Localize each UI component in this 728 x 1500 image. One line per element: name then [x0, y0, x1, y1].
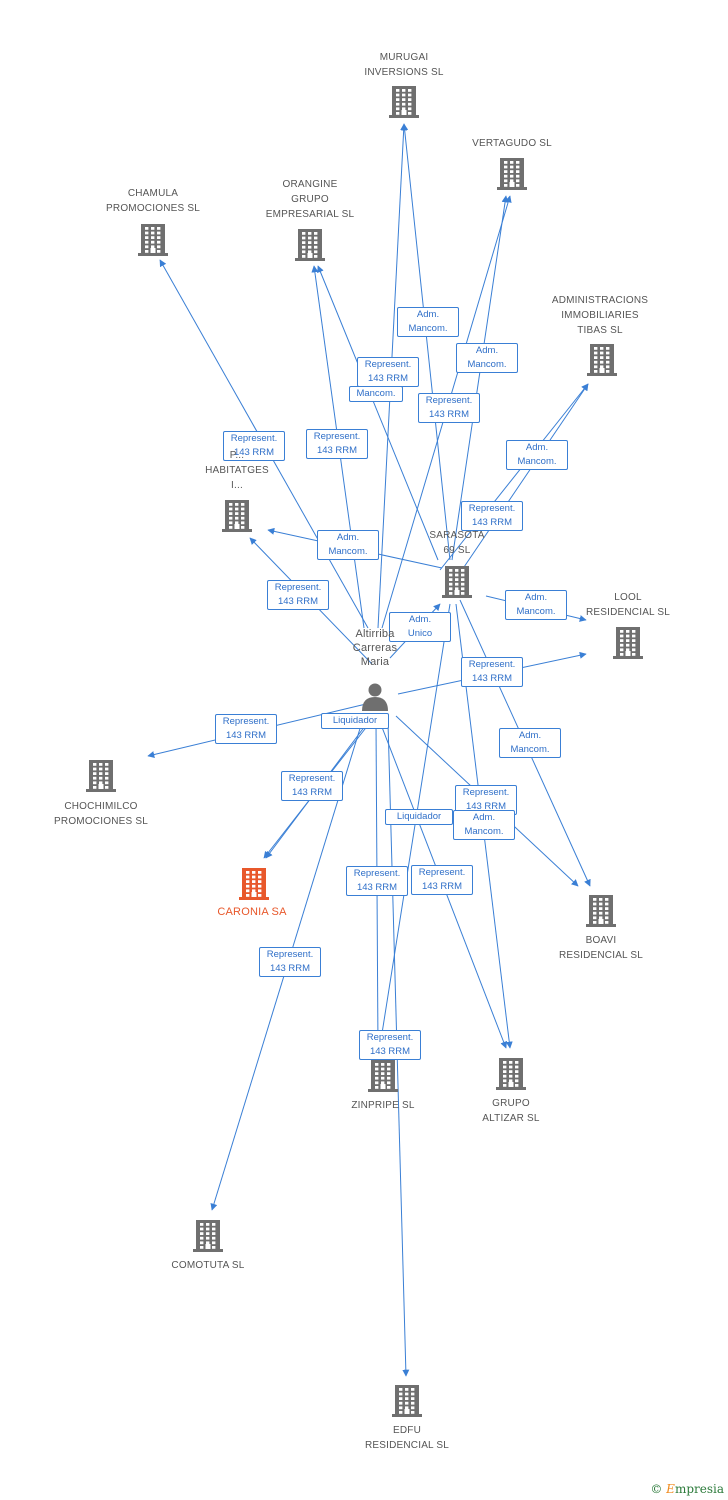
- node-label-murugai[interactable]: MURUGAI INVERSIONS SL: [364, 52, 444, 78]
- node-label-comotuta[interactable]: COMOTUTA SL: [171, 1260, 245, 1271]
- edge-label[interactable]: Represent. 143 RRM: [359, 1030, 421, 1060]
- node-label-orangine[interactable]: ORANGINE GRUPO EMPRESARIAL SL: [265, 179, 355, 220]
- brand-footer: © Empresia: [650, 1482, 724, 1496]
- edge-person-to-admin_tibas: [439, 383, 589, 571]
- edge-sarasota-to-zinpripe: [377, 603, 451, 1047]
- copyright-symbol: ©: [650, 1482, 663, 1496]
- node-label-chochimilco[interactable]: CHOCHIMILCO PROMOCIONES SL: [54, 801, 148, 827]
- edge-label[interactable]: Represent. 143 RRM: [306, 429, 368, 459]
- edge-label[interactable]: Adm. Mancom.: [453, 810, 515, 840]
- building-icon: [138, 224, 168, 256]
- node-label-sarasota[interactable]: SARASOTA 69 SL: [429, 530, 485, 556]
- edge-label[interactable]: Liquidador: [385, 809, 453, 825]
- node-label-habitatges[interactable]: P... HABITATGES I...: [205, 450, 269, 491]
- brand-e: E: [666, 1482, 675, 1496]
- edge-sarasota-to-murugai: [401, 123, 451, 561]
- edge-label[interactable]: Adm. Mancom.: [499, 728, 561, 758]
- edge-label[interactable]: Adm. Mancom.: [506, 440, 568, 470]
- focus-building-icon: [239, 868, 269, 900]
- building-icon: [193, 1220, 223, 1252]
- node-label-caronia[interactable]: CARONIA SA: [217, 906, 287, 918]
- edge-label[interactable]: Represent. 143 RRM: [461, 657, 523, 687]
- node-label-boavi[interactable]: BOAVI RESIDENCIAL SL: [558, 935, 644, 961]
- building-icon: [496, 1058, 526, 1090]
- edge-label[interactable]: Represent. 143 RRM: [223, 431, 285, 461]
- edge-label[interactable]: Liquidador: [321, 713, 389, 729]
- edge-label[interactable]: Represent. 143 RRM: [418, 393, 480, 423]
- edge-label[interactable]: Represent. 143 RRM: [281, 771, 343, 801]
- building-icon: [222, 500, 252, 532]
- edge-label[interactable]: Represent. 143 RRM: [461, 501, 523, 531]
- edge-label[interactable]: Represent. 143 RRM: [259, 947, 321, 977]
- edge-sarasota-to-orangine: [317, 265, 439, 561]
- edge-label[interactable]: Adm. Mancom.: [505, 590, 567, 620]
- node-label-lool[interactable]: LOOL RESIDENCIAL SL: [585, 592, 671, 618]
- building-icon: [587, 344, 617, 376]
- building-icon: [295, 229, 325, 261]
- node-label-edfu[interactable]: EDFU RESIDENCIAL SL: [364, 1425, 450, 1451]
- edge-label[interactable]: Adm. Mancom.: [317, 530, 379, 560]
- node-label-altizar[interactable]: GRUPO ALTIZAR SL: [482, 1098, 540, 1124]
- node-label-zinpripe[interactable]: ZINPRIPE SL: [351, 1100, 415, 1111]
- brand-name: mpresia: [674, 1482, 724, 1496]
- edge-label[interactable]: Adm. Mancom.: [397, 307, 459, 337]
- building-icon: [497, 158, 527, 190]
- node-label-person[interactable]: Altirriba Carreras Maria: [352, 628, 398, 668]
- building-icon: [442, 566, 472, 598]
- edge-label[interactable]: Represent. 143 RRM: [411, 865, 473, 895]
- edge-label[interactable]: Mancom.: [349, 386, 403, 402]
- edge-label[interactable]: Adm. Mancom.: [456, 343, 518, 373]
- edge-label[interactable]: Represent. 143 RRM: [346, 866, 408, 896]
- edge-label[interactable]: Adm. Unico: [389, 612, 451, 642]
- building-icon: [389, 86, 419, 118]
- edge-label[interactable]: Represent. 143 RRM: [357, 357, 419, 387]
- node-label-admin_tibas[interactable]: ADMINISTRACIONS IMMOBILIARIES TIBAS SL: [551, 295, 649, 336]
- edge-label[interactable]: Represent. 143 RRM: [215, 714, 277, 744]
- building-icon: [586, 895, 616, 927]
- edge-sarasota-to-vertagudo: [451, 195, 509, 561]
- nodes-layer: [86, 86, 643, 1417]
- node-label-chamula[interactable]: CHAMULA PROMOCIONES SL: [106, 188, 200, 214]
- building-icon: [613, 627, 643, 659]
- person-icon: [362, 683, 388, 711]
- node-label-vertagudo[interactable]: VERTAGUDO SL: [472, 138, 552, 149]
- building-icon: [86, 760, 116, 792]
- edge-label[interactable]: Represent. 143 RRM: [267, 580, 329, 610]
- building-icon: [392, 1385, 422, 1417]
- edge-sarasota-to-admin_tibas: [461, 383, 589, 571]
- building-icon: [368, 1060, 398, 1092]
